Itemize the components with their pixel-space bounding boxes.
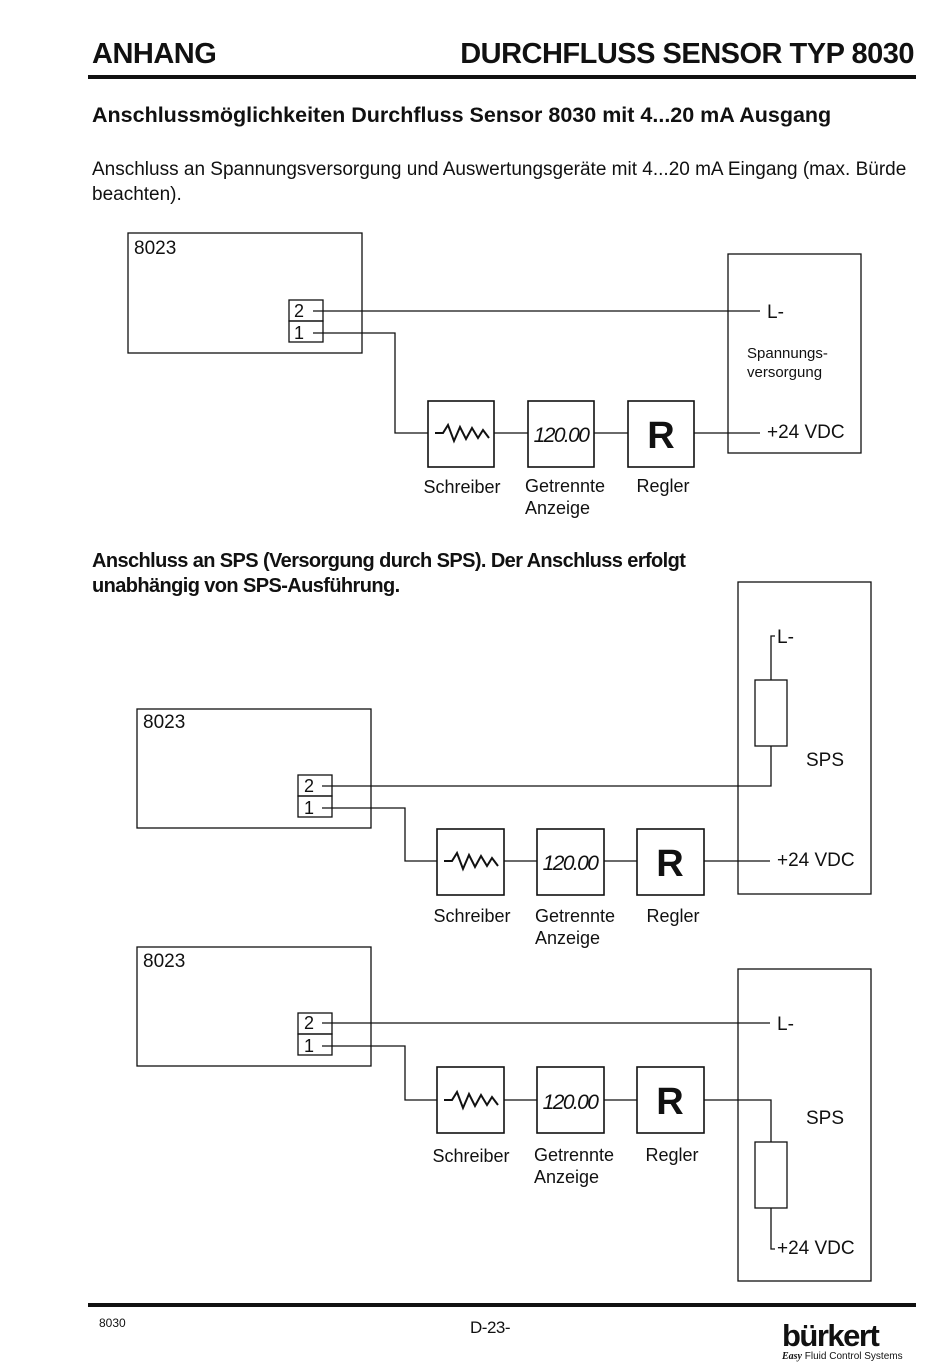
tagline-easy: Easy xyxy=(782,1351,802,1362)
device-label: 8023 xyxy=(143,712,185,733)
vdc-label: +24 VDC xyxy=(767,422,845,443)
sps-label: SPS xyxy=(806,1108,844,1129)
section1-intro: Anschluss an Spannungsversorgung und Aus… xyxy=(92,159,907,205)
diagram3 xyxy=(136,946,872,1282)
terminal-1-label: 1 xyxy=(294,323,304,343)
controller-box xyxy=(636,828,705,896)
controller-label: Regler xyxy=(636,476,689,496)
controller-label: Regler xyxy=(646,906,699,926)
wire-l-minus xyxy=(322,746,772,787)
display-label-line2: Anzeige xyxy=(535,928,600,948)
controller-box xyxy=(636,1066,705,1134)
supply-label-line2: versorgung xyxy=(747,364,822,381)
display-value: 120.00 xyxy=(543,852,600,875)
terminal-2-label: 2 xyxy=(304,1013,314,1033)
display-label-line2: Anzeige xyxy=(525,498,590,518)
display-box xyxy=(527,400,595,468)
device-label: 8023 xyxy=(143,951,185,972)
header-document-title: DURCHFLUSS SENSOR TYP 8030 xyxy=(460,38,914,70)
recorder-icon xyxy=(444,850,499,872)
terminal-1 xyxy=(297,795,333,818)
wire-to-resistor xyxy=(704,1099,772,1142)
vdc-label: +24 VDC xyxy=(777,1238,855,1259)
recorder-label: Schreiber xyxy=(423,477,500,497)
display-value: 120.00 xyxy=(543,1091,600,1114)
terminal-2-label: 2 xyxy=(304,776,314,796)
footer-rule xyxy=(88,1303,916,1307)
display-box xyxy=(536,1066,605,1134)
controller-letter: R xyxy=(656,1081,683,1123)
sps-box xyxy=(737,968,872,1282)
wire-signal xyxy=(322,807,437,862)
device-label: 8023 xyxy=(134,238,176,259)
l-minus-label: L- xyxy=(767,302,784,323)
display-box xyxy=(536,828,605,896)
terminal-1-label: 1 xyxy=(304,1036,314,1056)
tagline-text: Fluid Control Systems xyxy=(804,1351,903,1362)
terminal-2-label: 2 xyxy=(294,301,304,321)
footer-doc-number: 8030 xyxy=(99,1316,126,1330)
recorder-box xyxy=(436,1066,505,1134)
recorder-label: Schreiber xyxy=(432,1146,509,1166)
brand-logo: bürkert xyxy=(782,1318,880,1353)
sps-label: SPS xyxy=(806,750,844,771)
supply-label-line1: Spannungs- xyxy=(747,345,828,362)
terminal-1 xyxy=(288,320,324,343)
controller-letter: R xyxy=(647,415,674,457)
recorder-box xyxy=(436,828,505,896)
section2-heading: Anschluss an SPS (Versorgung durch SPS).… xyxy=(92,550,686,597)
recorder-box xyxy=(427,400,495,468)
wire-signal xyxy=(313,332,428,434)
controller-label: Regler xyxy=(645,1145,698,1165)
display-label-line1: Getrennte xyxy=(535,906,615,926)
controller-letter: R xyxy=(656,843,683,885)
recorder-icon xyxy=(435,422,490,444)
terminal-1-label: 1 xyxy=(304,798,314,818)
wire-l-minus-top xyxy=(770,635,775,680)
display-value: 120.00 xyxy=(534,424,591,447)
resistor xyxy=(754,679,788,747)
resistor xyxy=(754,1141,788,1209)
display-label-line2: Anzeige xyxy=(534,1167,599,1187)
device-8023-box xyxy=(127,232,363,354)
recorder-label: Schreiber xyxy=(433,906,510,926)
header-section-label: ANHANG xyxy=(92,38,217,70)
display-label-line1: Getrennte xyxy=(525,476,605,496)
l-minus-label: L- xyxy=(777,627,794,648)
section1-heading: Anschlussmöglichkeiten Durchfluss Sensor… xyxy=(92,103,832,127)
footer-page-number: D-23- xyxy=(470,1318,511,1337)
terminal-1 xyxy=(297,1033,333,1056)
sps-box xyxy=(737,581,872,895)
wire-vdc xyxy=(770,1208,775,1250)
diagram2 xyxy=(136,581,872,896)
l-minus-label: L- xyxy=(777,1014,794,1035)
wire-signal xyxy=(322,1045,437,1101)
recorder-icon xyxy=(444,1089,499,1111)
diagram1 xyxy=(127,232,862,468)
header-rule xyxy=(88,75,916,79)
display-label-line1: Getrennte xyxy=(534,1145,614,1165)
controller-box xyxy=(627,400,695,468)
device-8023-box xyxy=(136,946,372,1067)
power-supply-box xyxy=(727,253,862,454)
device-8023-box xyxy=(136,708,372,829)
brand-tagline: Easy Fluid Control Systems xyxy=(782,1351,903,1362)
vdc-label: +24 VDC xyxy=(777,850,855,871)
